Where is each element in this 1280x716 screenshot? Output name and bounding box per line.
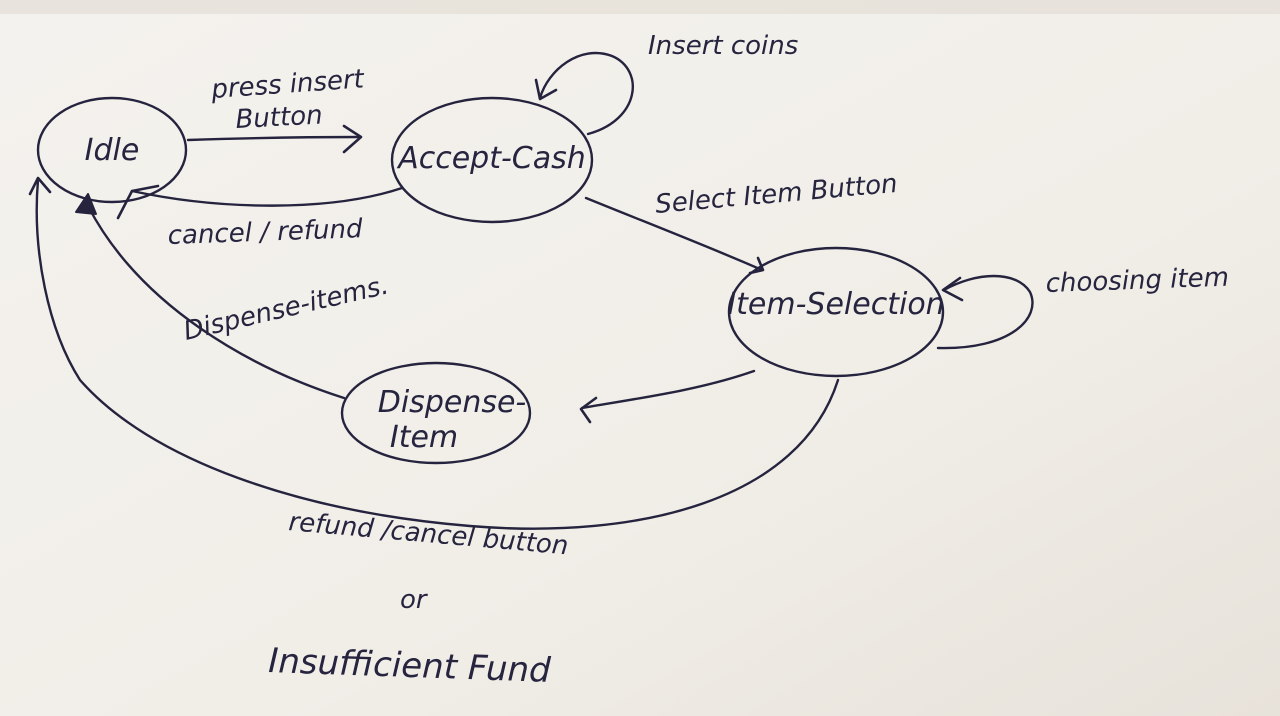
transition-dispense-items-arrowhead	[75, 193, 97, 215]
transition-cancel-refund-line	[130, 186, 404, 207]
state-accept-cash-label: Accept-Cash	[396, 141, 586, 176]
paper-top-shadow	[0, 0, 1280, 14]
transition-cancel-refund-arrowhead	[116, 184, 160, 220]
transition-choosing-item-arrowhead	[941, 276, 964, 302]
transition-insert-coins-arrowhead	[534, 78, 558, 101]
state-item-selection-ellipse	[727, 246, 945, 378]
label-press-insert-line2: Button	[235, 100, 324, 135]
label-insert-coins: Insert coins	[648, 31, 798, 61]
label-choosing-item: choosing item	[1045, 263, 1229, 299]
state-accept-cash: Accept-Cash	[390, 96, 594, 224]
state-idle-ellipse	[36, 96, 188, 204]
transition-refund-cancel-arrowhead	[28, 176, 52, 196]
transition-dispense-items-line	[86, 204, 346, 400]
transition-select-item	[584, 196, 765, 275]
state-dispense-item: Dispense- Item	[340, 361, 532, 465]
label-refund-cancel-line2: or	[400, 585, 429, 615]
state-item-selection: Item-Selection	[727, 246, 945, 378]
transition-select-item-arrowhead	[748, 256, 765, 275]
transition-cancel-refund	[116, 184, 404, 220]
state-item-selection-label: Item-Selection	[727, 287, 944, 322]
transition-press-insert	[186, 124, 363, 154]
transition-insert-coins-loop-line	[538, 51, 635, 136]
transition-insert-coins-loop	[534, 51, 635, 136]
label-refund-cancel-line3: Insufficient Fund	[268, 641, 552, 691]
state-idle-label: Idle	[85, 133, 140, 168]
transition-select-to-dispense	[579, 369, 756, 424]
transition-press-insert-line	[186, 135, 362, 142]
transition-refund-cancel-line	[35, 178, 840, 530]
transition-choosing-item-loop-line	[936, 274, 1034, 350]
label-cancel-refund: cancel / refund	[167, 214, 363, 251]
transition-refund-cancel	[28, 176, 840, 530]
state-idle: Idle	[36, 96, 188, 204]
transition-dispense-items	[75, 193, 346, 400]
state-dispense-item-label-line1: Dispense-	[378, 385, 527, 420]
transition-select-item-line	[584, 196, 764, 272]
transition-select-to-dispense-arrowhead	[579, 396, 598, 424]
transition-select-to-dispense-line	[580, 369, 756, 410]
state-dispense-item-label-line2: Item	[390, 420, 458, 455]
state-accept-cash-ellipse	[390, 96, 594, 224]
transition-choosing-item-loop	[936, 274, 1034, 350]
transition-press-insert-arrowhead	[342, 124, 363, 154]
state-dispense-item-ellipse	[340, 361, 532, 465]
